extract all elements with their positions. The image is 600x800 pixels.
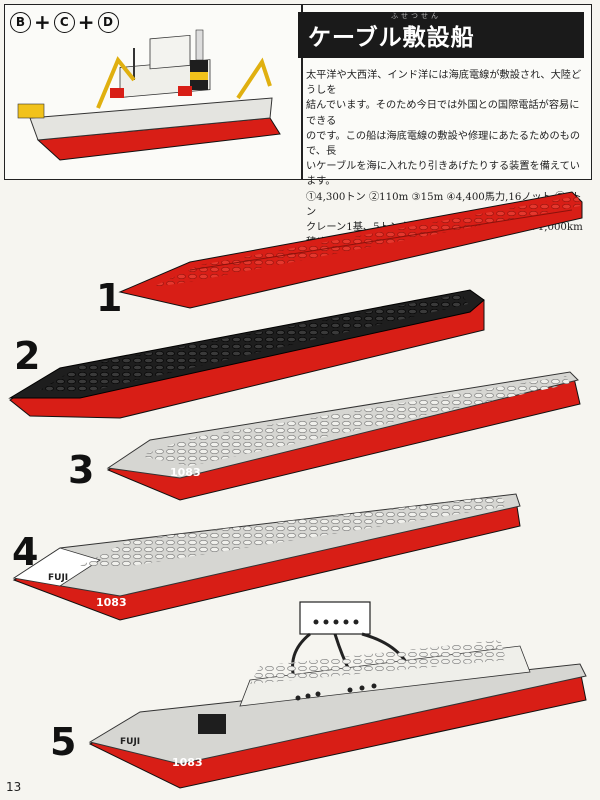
description-line: いケーブルを海に入れたり引きあげたりする装置を備えています。 bbox=[306, 161, 580, 188]
finished-ship-illustration bbox=[17, 29, 281, 161]
set-letter-c: C bbox=[53, 11, 75, 33]
set-letters: B + C + D bbox=[10, 10, 119, 34]
plus-sign: + bbox=[34, 10, 51, 34]
header-divider bbox=[301, 5, 303, 179]
title-bar: ふせつせん ケーブル敷設船 bbox=[298, 12, 584, 58]
page-number: 13 bbox=[6, 780, 22, 794]
step-number-2: 2 bbox=[14, 334, 41, 378]
plus-sign: + bbox=[77, 10, 95, 34]
set-letter-b: B bbox=[10, 11, 31, 33]
step-number-1: 1 bbox=[96, 276, 123, 320]
ship-name: FUJI bbox=[48, 573, 68, 583]
page-title: ケーブル敷設船 bbox=[308, 25, 475, 51]
step-5-illustration: FUJI 1083 bbox=[88, 601, 587, 789]
brick-callout bbox=[299, 601, 371, 635]
set-letter-d: D bbox=[97, 11, 119, 33]
ship-name: FUJI bbox=[120, 737, 140, 747]
step-2-illustration bbox=[8, 289, 485, 419]
step-4-illustration: FUJI 1083 bbox=[12, 493, 521, 621]
description-line: のです。この船は海底電線の敷設や修理にあたるためのもので、長 bbox=[306, 130, 581, 158]
description-line: 太平洋や大西洋、インド洋には海底電線が敷設され、大陸どうしを bbox=[306, 70, 582, 97]
step-3-illustration: 1083 bbox=[106, 371, 581, 501]
step-number-3: 3 bbox=[68, 448, 95, 492]
title-ruby: ふせつせん bbox=[391, 12, 441, 20]
step-number-5: 5 bbox=[50, 720, 77, 764]
hull-number: 1083 bbox=[172, 756, 203, 769]
hull-number: 1083 bbox=[170, 466, 201, 479]
description-line: ①4,300トン ②110m ③15m ④4,400馬力,16ノット ⑦7トン bbox=[306, 191, 582, 218]
step-number-4: 4 bbox=[12, 530, 39, 574]
description-line: 結んでいます。そのため今日では外国との国際電話が容易にできる bbox=[306, 100, 580, 127]
hull-number: 1083 bbox=[96, 596, 127, 609]
step-1-illustration bbox=[118, 191, 583, 309]
